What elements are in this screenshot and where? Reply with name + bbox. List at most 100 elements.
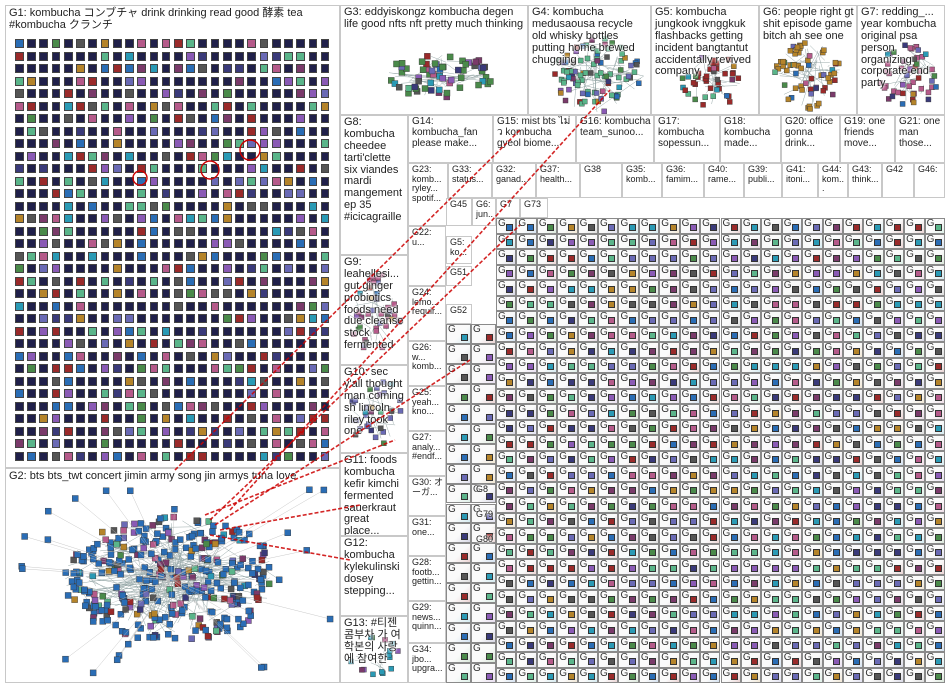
vertex-tile-icon (751, 379, 758, 386)
vertex-tile-icon (150, 439, 159, 448)
group-label-g19: G19: one friends move... (844, 117, 892, 149)
vertex-tile-icon (419, 59, 425, 65)
small-group-tile: G (843, 513, 863, 529)
vertex-tile-icon (894, 642, 901, 649)
vertex-tile-icon (174, 177, 183, 186)
vertex-tile-icon (935, 270, 942, 277)
vertex-tile-icon (626, 74, 631, 79)
vertex-tile-icon (296, 152, 305, 161)
vertex-tile-icon (853, 239, 860, 246)
vertex-tile-icon (240, 598, 246, 604)
vertex-tile-icon (506, 425, 513, 432)
vertex-tile-icon (629, 379, 636, 386)
small-group-tile: G (618, 544, 638, 560)
vertex-tile-icon (27, 264, 36, 273)
small-group-tile: G (721, 451, 741, 467)
vertex-tile-icon (198, 202, 207, 211)
small-group-tile: G (884, 342, 904, 358)
vertex-tile-icon (547, 425, 554, 432)
vertex-tile-icon (588, 534, 595, 541)
small-group-tile: G (471, 444, 496, 464)
vertex-tile-icon (137, 214, 146, 223)
vertex-tile-icon (506, 224, 513, 231)
vertex-tile-icon (792, 363, 799, 370)
small-group-tile: G (802, 559, 822, 575)
vertex-tile-icon (731, 239, 738, 246)
vertex-tile-icon (547, 673, 554, 680)
vertex-tile-icon (186, 264, 195, 273)
vertex-tile-icon (461, 474, 468, 481)
small-group-tile: G (802, 606, 822, 622)
vertex-tile-icon (101, 227, 110, 236)
small-group-tile: G (843, 358, 863, 374)
vertex-tile-icon (198, 339, 207, 348)
vertex-tile-icon (103, 488, 109, 494)
vertex-tile-icon (608, 394, 615, 401)
vertex-tile-icon (440, 75, 446, 81)
vertex-tile-icon (211, 102, 220, 111)
vertex-tile-icon (690, 270, 697, 277)
small-group-tile: G (471, 623, 496, 643)
vertex-tile-icon (113, 214, 122, 223)
vertex-tile-icon (853, 580, 860, 587)
vertex-tile-icon (772, 441, 779, 448)
small-group-tile: G (904, 265, 924, 281)
vertex-tile-icon (88, 139, 97, 148)
small-group-tile: G (700, 668, 720, 684)
vertex-tile-icon (321, 339, 330, 348)
vertex-tile-icon (894, 348, 901, 355)
vertex-tile-icon (174, 402, 183, 411)
vertex-tile-icon (915, 565, 922, 572)
vertex-tile-icon (88, 314, 97, 323)
vertex-tile-icon (690, 658, 697, 665)
small-group-tile: G (884, 652, 904, 668)
vertex-tile-icon (76, 127, 85, 136)
small-group-tile: G (884, 528, 904, 544)
group-panel-g38: G38 (580, 163, 622, 198)
vertex-tile-icon (52, 352, 61, 361)
vertex-tile-icon (198, 439, 207, 448)
small-group-tile: G (639, 327, 659, 343)
small-group-tile: G (925, 668, 945, 684)
vertex-tile-icon (284, 64, 293, 73)
vertex-tile-icon (568, 425, 575, 432)
vertex-tile-icon (568, 379, 575, 386)
vertex-tile-icon (101, 127, 110, 136)
vertex-tile-icon (670, 286, 677, 293)
small-group-tile: G (863, 559, 883, 575)
vertex-tile-icon (15, 252, 24, 261)
small-group-tile: G (761, 249, 781, 265)
small-group-tile: G (904, 482, 924, 498)
vertex-tile-icon (731, 611, 738, 618)
vertex-tile-icon (150, 189, 159, 198)
vertex-tile-icon (272, 189, 281, 198)
group-panel-g45: G45 (446, 198, 472, 226)
vertex-tile-icon (162, 114, 171, 123)
vertex-tile-icon (629, 627, 636, 634)
vertex-tile-icon (113, 327, 122, 336)
group-panel-g27: G27: analy... #endf... (408, 431, 446, 476)
vertex-tile-icon (506, 410, 513, 417)
small-group-tile: G (446, 523, 471, 543)
vertex-tile-icon (235, 389, 244, 398)
small-group-tile: G (884, 606, 904, 622)
group-label-g5-ko: G5: ko... (450, 238, 469, 257)
vertex-tile-icon (772, 270, 779, 277)
vertex-tile-icon (506, 456, 513, 463)
group-label-g5: G5: kombucha jungkook ivnggkuk flashback… (655, 7, 756, 78)
vertex-tile-icon (162, 239, 171, 248)
small-group-tile: G (741, 466, 761, 482)
vertex-tile-icon (915, 472, 922, 479)
vertex-tile-icon (64, 139, 73, 148)
vertex-tile-icon (568, 658, 575, 665)
group-label-g1: G1: kombucha コンブチャ drink drinking read g… (9, 8, 337, 32)
small-group-tile: G (700, 373, 720, 389)
vertex-tile-icon (150, 352, 159, 361)
vertex-tile-icon (874, 642, 881, 649)
small-group-tile: G (680, 528, 700, 544)
vertex-tile-icon (27, 352, 36, 361)
vertex-tile-icon (39, 52, 48, 61)
small-group-tile: G (782, 559, 802, 575)
vertex-tile-icon (813, 441, 820, 448)
vertex-tile-icon (751, 270, 758, 277)
